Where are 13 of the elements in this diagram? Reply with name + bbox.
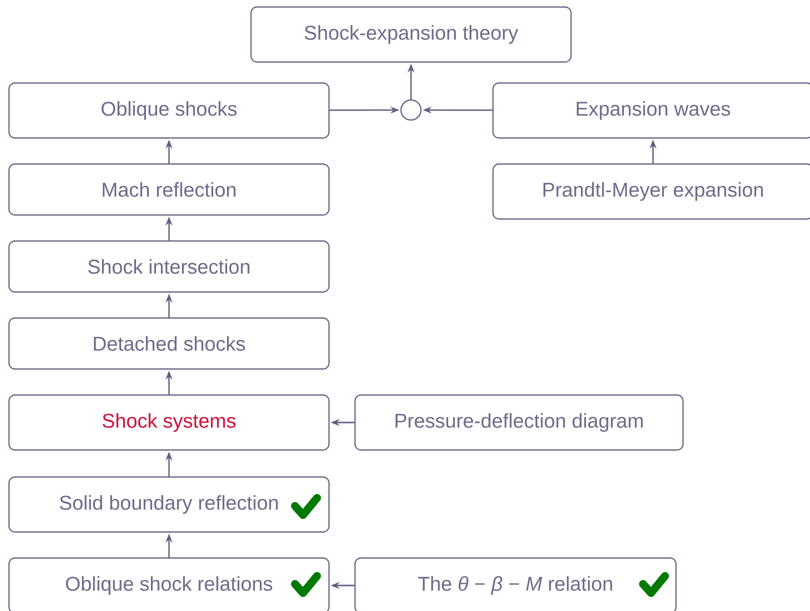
topic-box: Shock systems (8, 394, 330, 451)
topic-box: Detached shocks (8, 317, 330, 370)
topic-box: Solid boundary reflection (8, 476, 330, 533)
topic-box: Shock-expansion theory (250, 6, 572, 63)
topic-box: Oblique shocks (8, 82, 330, 139)
topic-box: Mach reflection (8, 163, 330, 216)
topic-box: Prandtl-Meyer expansion (492, 163, 810, 220)
topic-box: Shock intersection (8, 240, 330, 293)
topic-box: The θ − β − M relation (354, 557, 677, 611)
topic-box: Expansion waves (492, 82, 810, 139)
topic-box: Pressure-deflection diagram (354, 394, 684, 451)
junction-circle (400, 99, 422, 121)
topic-box: Oblique shock relations (8, 557, 330, 611)
